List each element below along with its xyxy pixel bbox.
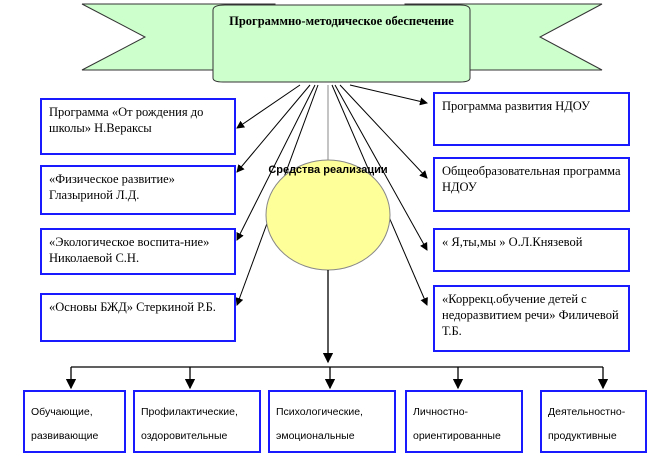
bottom-box-5: Деятельностно-продуктивные [540, 390, 647, 453]
center-label: Средства реализации [268, 164, 388, 176]
right-box-2: Общеобразовательная программа НДОУ [433, 157, 630, 212]
right-box-1: Программа развития НДОУ [433, 92, 630, 146]
fan-arrows [235, 84, 428, 306]
left-box-4: «Основы БЖД» Стеркиной Р.Б. [40, 293, 236, 342]
bottom-box-4: Личностно-ориентированные [405, 390, 523, 453]
left-box-3: «Экологическое воспита-ние» Николаевой С… [40, 228, 236, 275]
right-box-3: « Я,ты,мы » О.Л.Князевой [433, 228, 630, 272]
bottom-box-1: Обучающие, развивающие [23, 390, 126, 453]
left-box-1: Программа «От рождения до школы» Н.Верак… [40, 98, 236, 155]
left-box-2: «Физическое развитие» Глазыриной Л.Д. [40, 165, 236, 215]
banner [81, 3, 603, 83]
right-box-4: «Коррекц.обучение детей с недоразвитием … [433, 285, 630, 352]
bottom-box-3: Психологические, эмоциональные [268, 390, 396, 453]
banner-title: Программно-методическое обеспечение [229, 14, 454, 28]
bottom-box-2: Профилактические, оздоровительные [133, 390, 261, 453]
